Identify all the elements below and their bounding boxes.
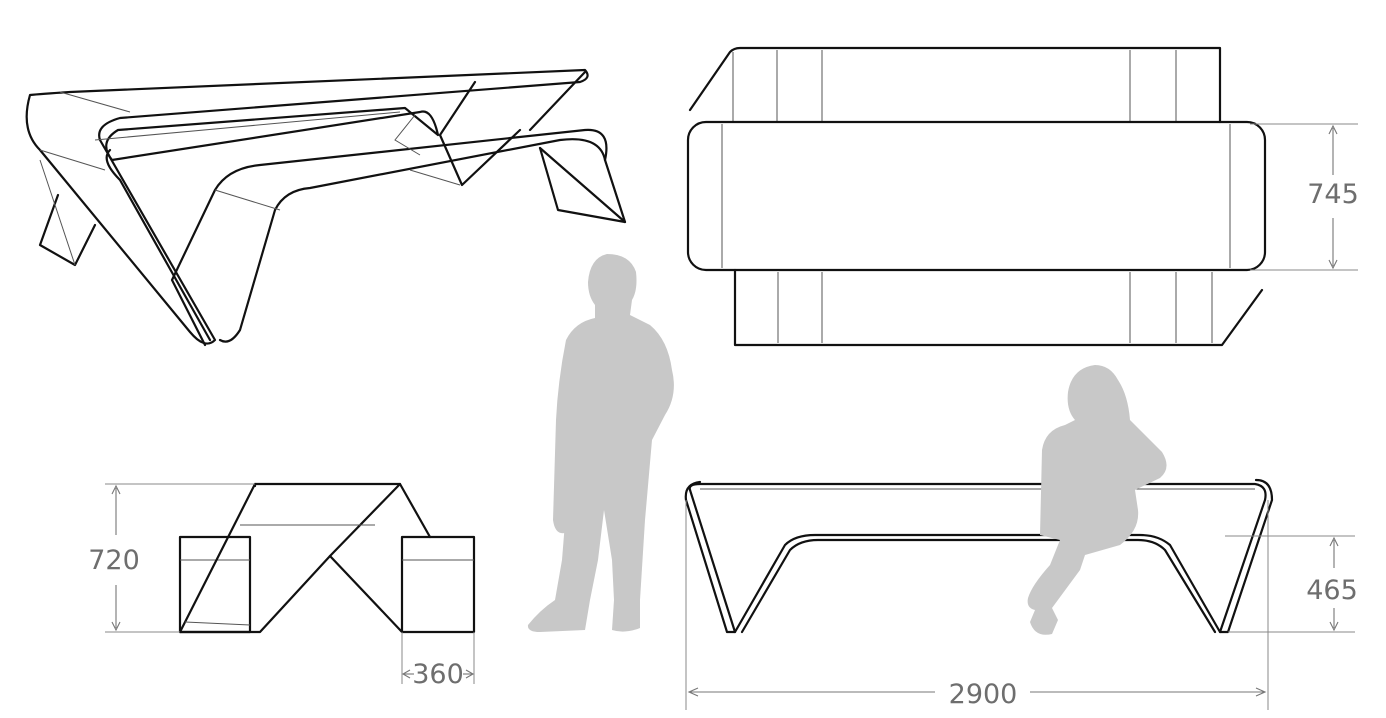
dim-360-label: 360 xyxy=(412,659,464,690)
seated-person-silhouette xyxy=(1027,365,1167,635)
standing-person-silhouette xyxy=(527,254,674,632)
dim-465-label: 465 xyxy=(1306,575,1358,606)
dim-2900-label: 2900 xyxy=(949,679,1018,710)
end-view: 720 360 xyxy=(88,482,476,690)
perspective-view xyxy=(25,68,627,347)
side-view: 465 2900 xyxy=(684,365,1358,710)
top-view: 745 xyxy=(686,46,1359,347)
dim-720-label: 720 xyxy=(88,545,140,576)
dim-745-label: 745 xyxy=(1307,179,1359,210)
